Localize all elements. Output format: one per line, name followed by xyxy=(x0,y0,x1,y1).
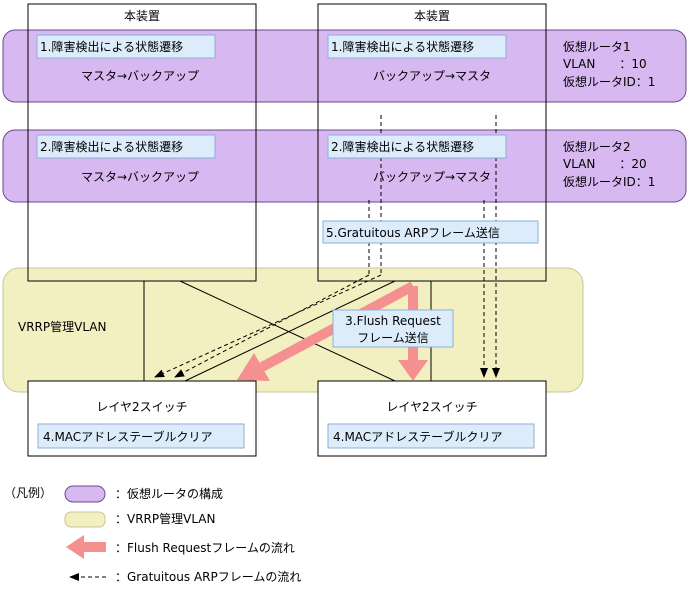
vrouter2-info-id: 仮想ルータID：1 xyxy=(563,174,655,189)
vlan-label: VRRP管理VLAN xyxy=(18,319,106,334)
vrouter2-right-step: 2.障害検出による状態遷移 xyxy=(331,139,474,154)
vrouter1-left-step: 1.障害検出による状態遷移 xyxy=(40,39,183,54)
legend-vrouter-text: ：仮想ルータの構成 xyxy=(115,486,223,501)
device-left xyxy=(27,3,257,282)
vrouter1-info-name: 仮想ルータ1 xyxy=(563,39,631,54)
vrouter2-left-step: 2.障害検出による状態遷移 xyxy=(40,139,183,154)
vrouter1-left-state: マスタ→バックアップ xyxy=(81,69,199,83)
flush-label-line1: 3.Flush Request xyxy=(345,314,441,328)
gratuitous-label: 5.Gratuitous ARPフレーム送信 xyxy=(326,225,500,240)
vrouter1-info-vlan: VLAN ：10 xyxy=(563,57,647,71)
vrouter1-right-step: 1.障害検出による状態遷移 xyxy=(331,39,474,54)
vrouter1-left-step-box xyxy=(36,34,216,59)
switch-left-step-box xyxy=(37,423,245,449)
legend-flush-text: ：Flush Requestフレームの流れ xyxy=(115,541,295,555)
flush-arrow-head-left xyxy=(237,353,270,381)
vrouter2-right-state: バックアップ→マスタ xyxy=(373,170,491,184)
vrouter1-right-state: バックアップ→マスタ xyxy=(373,69,491,83)
legend-heading: （凡例） xyxy=(4,486,52,500)
legend-garp-text: ：Gratuitous ARPフレームの流れ xyxy=(115,570,301,584)
vrouter2-info-name: 仮想ルータ2 xyxy=(563,139,631,154)
vrouter2-right-step-box xyxy=(327,134,507,159)
device-right xyxy=(317,3,547,282)
vrouter2-left-step-box xyxy=(36,134,216,159)
vrouter1-info-id: 仮想ルータID：1 xyxy=(563,74,655,89)
switch-right-step-box xyxy=(327,423,535,449)
flush-arrow-head-down xyxy=(398,360,428,381)
flush-label-line2: フレーム送信 xyxy=(357,330,429,345)
device-left-title: 本装置 xyxy=(124,9,160,23)
gratuitous-label-box xyxy=(322,220,539,244)
device-right-title: 本装置 xyxy=(414,9,450,23)
switch-left-title: レイヤ2スイッチ xyxy=(96,400,187,414)
switch-left-step: 4.MACアドレステーブルクリア xyxy=(43,429,212,444)
vrouter2-info-vlan: VLAN ：20 xyxy=(563,157,647,171)
legend: （凡例） ：仮想ルータの構成 ：VRRP管理VLAN ：Flush Reques… xyxy=(4,485,301,584)
switch-right-step: 4.MACアドレステーブルクリア xyxy=(333,429,502,444)
legend-vlan-swatch xyxy=(64,511,106,528)
vrouter1-right-step-box xyxy=(327,34,507,59)
legend-vlan-text: ：VRRP管理VLAN xyxy=(115,511,215,526)
flush-label-box xyxy=(332,309,454,348)
vrouter2-left-state: マスタ→バックアップ xyxy=(81,170,199,184)
legend-flush-head xyxy=(66,535,84,559)
switch-right-title: レイヤ2スイッチ xyxy=(386,400,477,414)
legend-vrouter-swatch xyxy=(64,485,106,503)
